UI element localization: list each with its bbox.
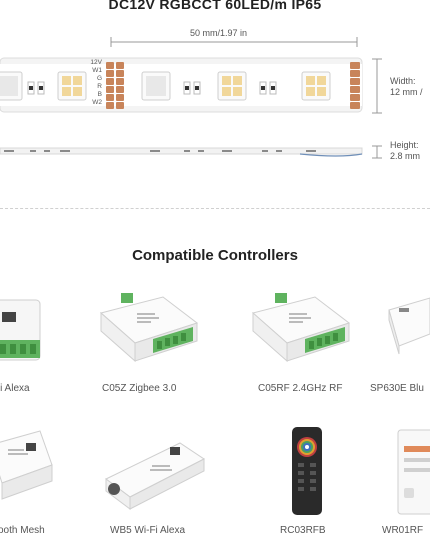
controller-image-c05rf bbox=[251, 293, 351, 363]
pad-labels: 12V W1 G R B W2 bbox=[90, 59, 102, 106]
length-label: 50 mm/1.97 in bbox=[190, 28, 248, 38]
led-strip-side-view bbox=[0, 147, 363, 157]
height-dimension bbox=[372, 145, 382, 159]
width-label: Width: 12 mm / bbox=[390, 76, 423, 97]
controller-image-bt-mesh bbox=[0, 430, 53, 500]
controller-image-rc03rfb-remote bbox=[292, 427, 322, 515]
controller-image-c05z bbox=[99, 293, 199, 363]
led-strip-top-view bbox=[0, 56, 370, 114]
controller-label: ooth Mesh bbox=[0, 525, 45, 536]
page-title: DC12V RGBCCT 60LED/m IP65 bbox=[108, 0, 322, 12]
width-dimension bbox=[372, 58, 382, 114]
controller-label: WR01RF bbox=[382, 525, 424, 536]
controller-label: C05RF 2.4GHz RF bbox=[258, 383, 343, 394]
controller-image-wb5 bbox=[105, 442, 205, 510]
length-dimension bbox=[110, 37, 358, 47]
compatible-controllers-title: Compatible Controllers bbox=[132, 247, 298, 264]
height-label: Height: 2.8 mm bbox=[390, 140, 421, 161]
controller-label: RC03RFB bbox=[280, 525, 326, 536]
controller-image-sp630e bbox=[388, 297, 430, 355]
controller-label: WB5 Wi-Fi Alexa bbox=[110, 525, 186, 536]
controller-image-wr01rf bbox=[397, 429, 430, 515]
section-divider bbox=[0, 208, 430, 209]
controller-label: Fi Alexa bbox=[0, 383, 30, 394]
controller-image-wifi bbox=[0, 299, 41, 361]
controller-label: C05Z Zigbee 3.0 bbox=[102, 383, 177, 394]
controller-label: SP630E Blu bbox=[370, 383, 424, 394]
